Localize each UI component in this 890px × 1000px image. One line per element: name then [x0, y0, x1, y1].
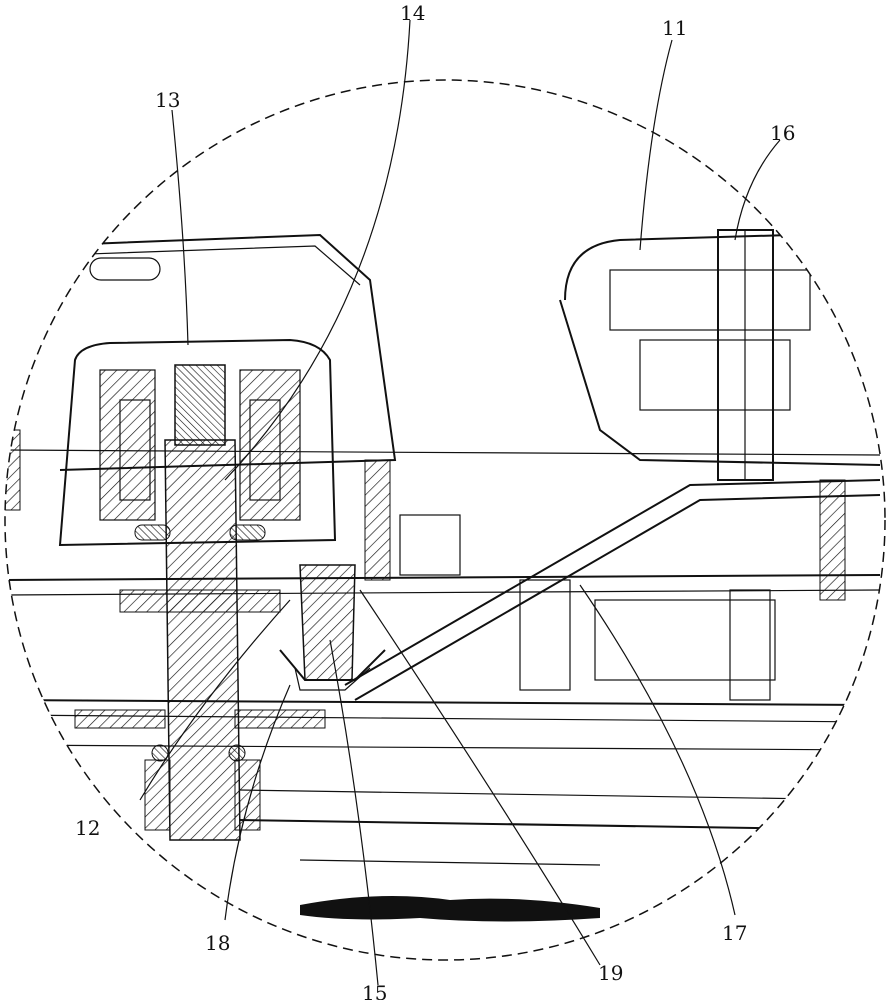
- label-16: 16: [770, 121, 795, 145]
- label-17: 17: [722, 921, 747, 945]
- label-15: 15: [362, 981, 387, 1000]
- label-18: 18: [205, 931, 230, 955]
- mechanism-drawing: [0, 230, 880, 922]
- label-12: 12: [75, 816, 100, 840]
- label-19: 19: [598, 961, 623, 985]
- label-14: 14: [400, 1, 425, 25]
- label-11: 11: [662, 16, 687, 40]
- label-13: 13: [155, 88, 180, 112]
